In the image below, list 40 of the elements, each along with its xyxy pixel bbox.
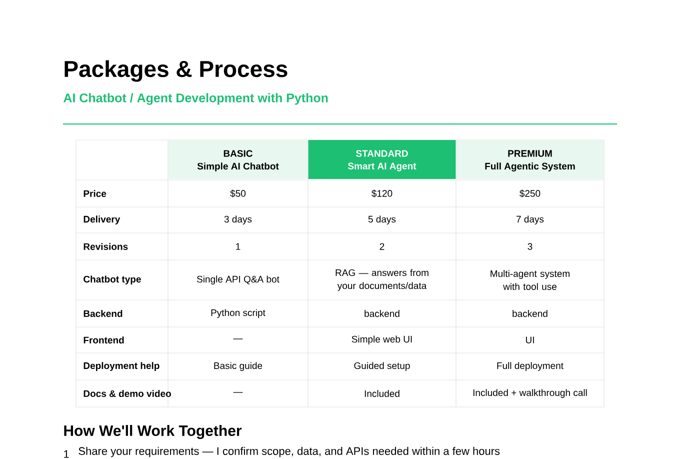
- header-cell: BASIC Simple AI Chatbot: [168, 140, 308, 179]
- header-cell: STANDARD Smart AI Agent: [308, 140, 456, 179]
- table-cell: Python script: [211, 309, 266, 318]
- table-cell: $50: [230, 190, 246, 198]
- table-cell: 7 days: [516, 216, 544, 224]
- table-cell: UI: [526, 336, 534, 344]
- table-cell: RAG — answers from your documents/data: [336, 269, 428, 291]
- row-header: Chatbot type: [84, 276, 141, 284]
- table-cell: Included: [364, 390, 400, 397]
- step-text: Share your requirements — I confirm scope, data, and APIs needed within a few hours: [78, 446, 500, 458]
- table-cell: —: [233, 392, 243, 393]
- table-cell: backend: [364, 310, 400, 317]
- title: Packages & Process: [64, 60, 288, 82]
- table-cell: Guided setup: [354, 362, 410, 371]
- table-cell: 3: [528, 243, 532, 250]
- row-header: Docs & demo video: [84, 390, 171, 397]
- table-cell: 5 days: [368, 216, 396, 224]
- row-header: Backend: [84, 310, 122, 317]
- table-cell: 3 days: [224, 216, 252, 224]
- table-cell: $120: [372, 190, 392, 198]
- table-cell: Basic guide: [214, 362, 262, 371]
- table-cell: —: [233, 338, 243, 340]
- row-header: Frontend: [84, 336, 124, 344]
- table-cell: backend: [512, 310, 548, 317]
- section-heading: How We'll Work Together: [64, 424, 242, 440]
- table-cell: 2: [380, 243, 384, 250]
- table-cell: Single API Q&A bot: [197, 276, 280, 284]
- header-cell: PREMIUM Full Agentic System: [456, 140, 604, 179]
- step-number: 1: [64, 450, 69, 458]
- table-cell: Simple web UI: [352, 336, 412, 344]
- row-header: Deployment help: [84, 362, 160, 371]
- table-cell: $250: [520, 190, 540, 198]
- table-cell: 1: [236, 243, 240, 250]
- row-header: Revisions: [84, 243, 128, 250]
- table-cell: Included + walkthrough call: [473, 389, 587, 398]
- row-header: Delivery: [84, 216, 120, 224]
- table-cell: Full deployment: [497, 362, 564, 371]
- table-cell: Multi-agent system with tool use: [490, 270, 570, 290]
- subtitle: AI Chatbot / Agent Development with Python: [64, 93, 328, 105]
- row-header: Price: [84, 190, 106, 197]
